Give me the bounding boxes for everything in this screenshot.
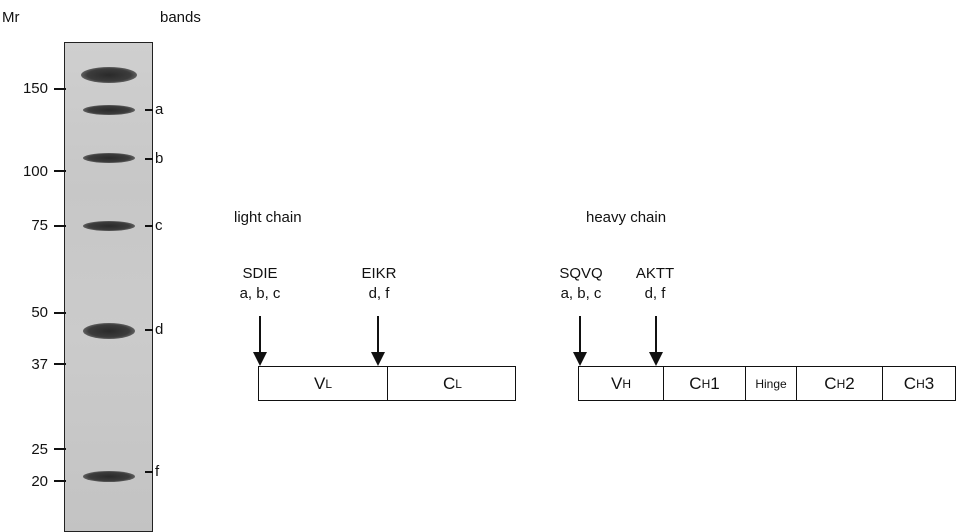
mr-tick-50: [54, 312, 66, 314]
heavy-domain-ch3-suffix: 3: [924, 373, 935, 393]
heavy-domain-ch1-suffix: 1: [710, 373, 720, 393]
bands-header: bands: [160, 9, 201, 26]
heavy-site-1-bands: a, b, c: [560, 285, 602, 302]
mr-tick-100: [54, 170, 66, 172]
mr-tick-20: [54, 480, 66, 482]
heavy-site-2-bands: d, f: [644, 285, 666, 302]
heavy-domain-ch1-sub: H: [701, 376, 711, 391]
band-tick-a: [145, 109, 153, 111]
heavy-domain-ch3-sub: H: [916, 376, 925, 391]
mr-header: Mr: [2, 9, 20, 26]
mr-marker-100: 100: [22, 163, 48, 180]
mr-marker-75: 75: [31, 217, 48, 234]
band-label-c: c: [155, 217, 163, 234]
band-label-a: a: [155, 101, 164, 118]
gel-band-f: [83, 471, 135, 482]
heavy-site-2-arrow: [649, 316, 663, 366]
mr-marker-50: 50: [31, 304, 48, 321]
mr-tick-25: [54, 448, 66, 450]
gel-band-d: [83, 323, 135, 339]
heavy-site-1-sequence: SQVQ: [559, 265, 603, 282]
gel-band-a: [83, 105, 135, 115]
light-site-2-arrow: [371, 316, 385, 366]
light-site-2-sequence: EIKR: [361, 265, 397, 282]
heavy-domain-vh-sub: H: [622, 376, 631, 391]
band-tick-c: [145, 225, 153, 227]
light-chain-title: light chain: [234, 209, 302, 226]
mr-tick-37: [54, 363, 66, 365]
light-site-2-bands: d, f: [368, 285, 390, 302]
band-label-b: b: [155, 150, 164, 167]
mr-tick-75: [54, 225, 66, 227]
heavy-domain-vh-main: V: [610, 373, 623, 393]
gel-lane: [64, 42, 153, 532]
heavy-domain-ch2-sub: H: [836, 376, 846, 391]
mr-marker-20: 20: [31, 473, 48, 490]
heavy-domain-ch2-main: C: [824, 373, 837, 393]
band-tick-b: [145, 158, 153, 160]
heavy-chain-title: heavy chain: [586, 209, 667, 226]
light-site-1-arrow: [253, 316, 267, 366]
gel-band-b: [83, 153, 135, 163]
mr-marker-25: 25: [31, 441, 48, 458]
light-site-1-bands: a, b, c: [239, 285, 281, 302]
band-label-d: d: [155, 321, 164, 338]
light-domain-cl-sub: L: [455, 376, 462, 391]
heavy-domain-ch2-suffix: 2: [845, 373, 855, 393]
light-domain-cl-main: C: [443, 373, 456, 393]
gel-band-top: [81, 67, 137, 83]
heavy-site-2-sequence: AKTT: [635, 265, 675, 282]
mr-tick-150: [54, 88, 66, 90]
mr-marker-150: 150: [22, 80, 48, 97]
heavy-domain-ch1-main: C: [689, 373, 702, 393]
band-tick-f: [145, 471, 153, 473]
light-site-1-sequence: SDIE: [242, 265, 278, 282]
heavy-domain-hinge: Hinge: [746, 367, 797, 400]
heavy-domain-hinge-label: Hinge: [755, 376, 787, 391]
mr-marker-37: 37: [31, 356, 48, 373]
band-label-f: f: [155, 463, 160, 480]
heavy-site-1-arrow: [573, 316, 587, 366]
band-tick-d: [145, 329, 153, 331]
light-domain-vl-main: V: [313, 373, 326, 393]
gel-band-c: [83, 221, 135, 231]
heavy-domain-ch3-main: C: [903, 373, 917, 393]
light-domain-vl-sub: L: [325, 376, 333, 391]
